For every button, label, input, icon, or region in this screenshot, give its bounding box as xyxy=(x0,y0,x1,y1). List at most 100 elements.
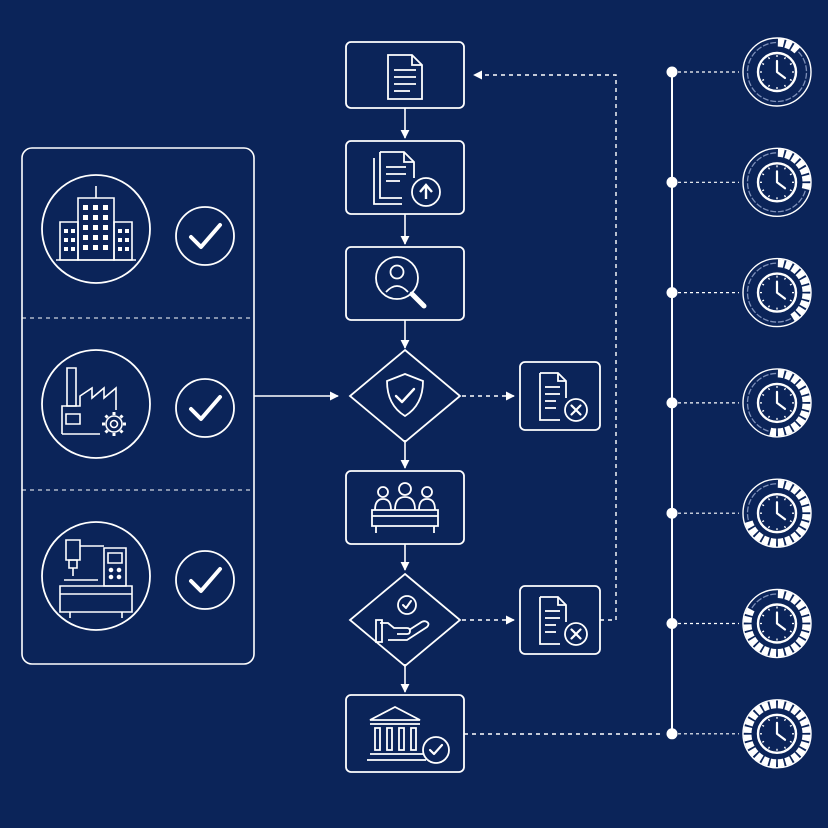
progress-segment-filled xyxy=(793,314,798,318)
progress-segment-empty xyxy=(793,204,798,208)
progress-segment-empty xyxy=(763,595,768,597)
progress-segment-empty xyxy=(763,264,768,266)
progress-ring xyxy=(748,704,807,763)
progress-segment-filled xyxy=(748,727,749,733)
progress-segment-filled xyxy=(785,595,790,597)
decision-verification xyxy=(350,350,460,442)
progress-segment-empty xyxy=(785,98,790,100)
progress-segment-filled xyxy=(803,742,805,747)
clock-icon xyxy=(758,715,796,753)
progress-segment-filled xyxy=(778,594,784,595)
step-document xyxy=(346,42,464,108)
progress-segment-filled xyxy=(757,755,762,759)
progress-segment-empty xyxy=(752,272,756,277)
progress-segment-empty xyxy=(785,319,790,321)
progress-segment-filled xyxy=(749,632,751,637)
progress-segment-empty xyxy=(803,58,805,63)
progress-segment-filled xyxy=(803,411,805,416)
progress-segment-filled xyxy=(770,652,776,653)
progress-segment-filled xyxy=(763,706,768,708)
progress-segment-filled xyxy=(770,542,776,543)
clock-outer-ring xyxy=(743,590,811,658)
icon-circle xyxy=(42,175,150,283)
progress-segment-empty xyxy=(770,263,776,264)
progress-segment-filled xyxy=(806,286,807,292)
progress-segment-empty xyxy=(757,268,762,272)
progress-segment-filled xyxy=(803,279,805,284)
progress-segment-empty xyxy=(770,373,776,374)
progress-segment-empty xyxy=(752,88,756,93)
progress-segment-filled xyxy=(803,301,805,306)
progress-segment-filled xyxy=(798,383,802,388)
progress-segment-filled xyxy=(778,704,784,705)
checkmark-icon xyxy=(176,207,234,265)
progress-segment-empty xyxy=(748,514,749,520)
progress-segment-empty xyxy=(752,418,756,423)
progress-segment-empty xyxy=(752,198,756,203)
progress-segment-filled xyxy=(785,429,790,431)
progress-segment-filled xyxy=(806,727,807,733)
progress-segment-filled xyxy=(752,749,756,754)
timeline xyxy=(464,38,811,768)
progress-segment-filled xyxy=(803,522,805,527)
progress-segment-filled xyxy=(770,763,776,764)
progress-ring xyxy=(748,153,807,212)
progress-segment-empty xyxy=(793,93,798,97)
progress-segment-empty xyxy=(757,157,762,161)
progress-segment-filled xyxy=(778,263,784,264)
progress-segment-filled xyxy=(770,432,776,433)
progress-segment-filled xyxy=(757,709,762,713)
clock-icon xyxy=(758,384,796,422)
progress-segment-empty xyxy=(763,375,768,377)
progress-segment-empty xyxy=(748,176,749,182)
progress-segment-filled xyxy=(748,735,749,741)
progress-segment-empty xyxy=(763,98,768,100)
step-user-search xyxy=(346,247,464,320)
progress-segment-empty xyxy=(757,424,762,428)
progress-segment-filled xyxy=(798,162,802,167)
progress-segment-empty xyxy=(757,204,762,208)
progress-segment-filled xyxy=(803,610,805,615)
progress-segment-empty xyxy=(749,80,751,85)
progress-segment-empty xyxy=(757,488,762,492)
timeline-node xyxy=(666,176,678,188)
progress-segment-filled xyxy=(803,632,805,637)
progress-segment-filled xyxy=(793,47,798,51)
progress-segment-filled xyxy=(798,749,802,754)
timeline-node xyxy=(666,507,678,519)
progress-segment-empty xyxy=(748,286,749,292)
progress-segment-empty xyxy=(749,301,751,306)
document-icon xyxy=(388,55,422,99)
progress-segment-empty xyxy=(806,65,807,71)
progress-segment-empty xyxy=(770,153,776,154)
progress-segment-empty xyxy=(748,404,749,410)
progress-segment-filled xyxy=(749,610,751,615)
progress-segment-filled xyxy=(763,539,768,541)
clock-icon xyxy=(758,605,796,643)
committee-meeting-icon xyxy=(372,483,438,533)
progress-segment-filled xyxy=(778,652,784,653)
progress-segment-filled xyxy=(785,485,790,487)
progress-segment-filled xyxy=(749,720,751,725)
clock-icon xyxy=(758,494,796,532)
approval-item-office xyxy=(42,175,234,283)
clock-layer xyxy=(666,38,812,768)
factory-gear-icon xyxy=(62,368,126,436)
progress-segment-filled xyxy=(749,742,751,747)
progress-segment-filled xyxy=(806,624,807,630)
approval-panel xyxy=(22,148,254,664)
clock-outer-ring xyxy=(743,259,811,327)
progress-segment-empty xyxy=(770,321,776,322)
progress-segment-filled xyxy=(752,529,756,534)
timeline-milestone xyxy=(666,38,812,106)
progress-segment-empty xyxy=(749,279,751,284)
progress-segment-filled xyxy=(752,714,756,719)
progress-segment-empty xyxy=(806,73,807,79)
progress-ring xyxy=(748,263,807,322)
progress-segment-empty xyxy=(748,73,749,79)
progress-segment-filled xyxy=(798,308,802,313)
progress-segment-filled xyxy=(793,268,798,272)
progress-segment-empty xyxy=(803,80,805,85)
checkmark-icon xyxy=(176,551,234,609)
approval-item-machine xyxy=(42,522,234,630)
